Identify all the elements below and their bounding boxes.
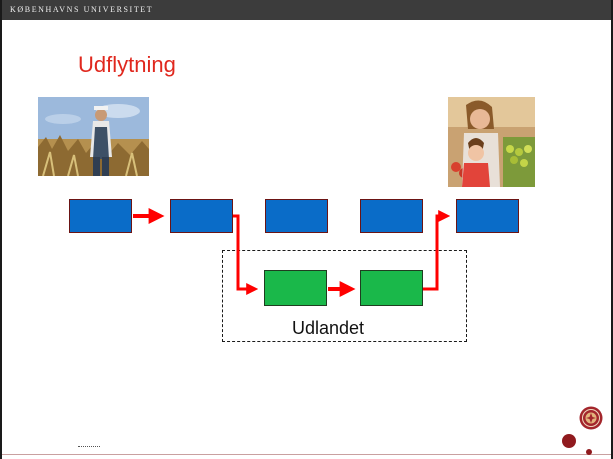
university-seal-icon [579, 406, 603, 430]
home-box-4 [360, 199, 423, 233]
decorative-dot-small [586, 449, 592, 455]
footer-line [2, 454, 611, 455]
abroad-group [222, 250, 467, 342]
footer-mark [78, 446, 100, 449]
header-bar: KØBENHAVNS UNIVERSITET [2, 0, 611, 20]
market-photo-illustration [448, 97, 535, 187]
home-box-3 [265, 199, 328, 233]
home-box-2 [170, 199, 233, 233]
market-photo [448, 97, 535, 187]
slide-title: Udflytning [78, 52, 176, 77]
decorative-dot-large [562, 434, 576, 448]
abroad-box-2 [360, 270, 423, 306]
university-name: KØBENHAVNS UNIVERSITET [10, 5, 154, 14]
abroad-group-label: Udlandet [292, 318, 365, 338]
home-box-5 [456, 199, 519, 233]
home-box-1 [69, 199, 132, 233]
abroad-box-1 [264, 270, 327, 306]
farmer-photo [38, 97, 149, 176]
farmer-photo-illustration [38, 97, 149, 176]
